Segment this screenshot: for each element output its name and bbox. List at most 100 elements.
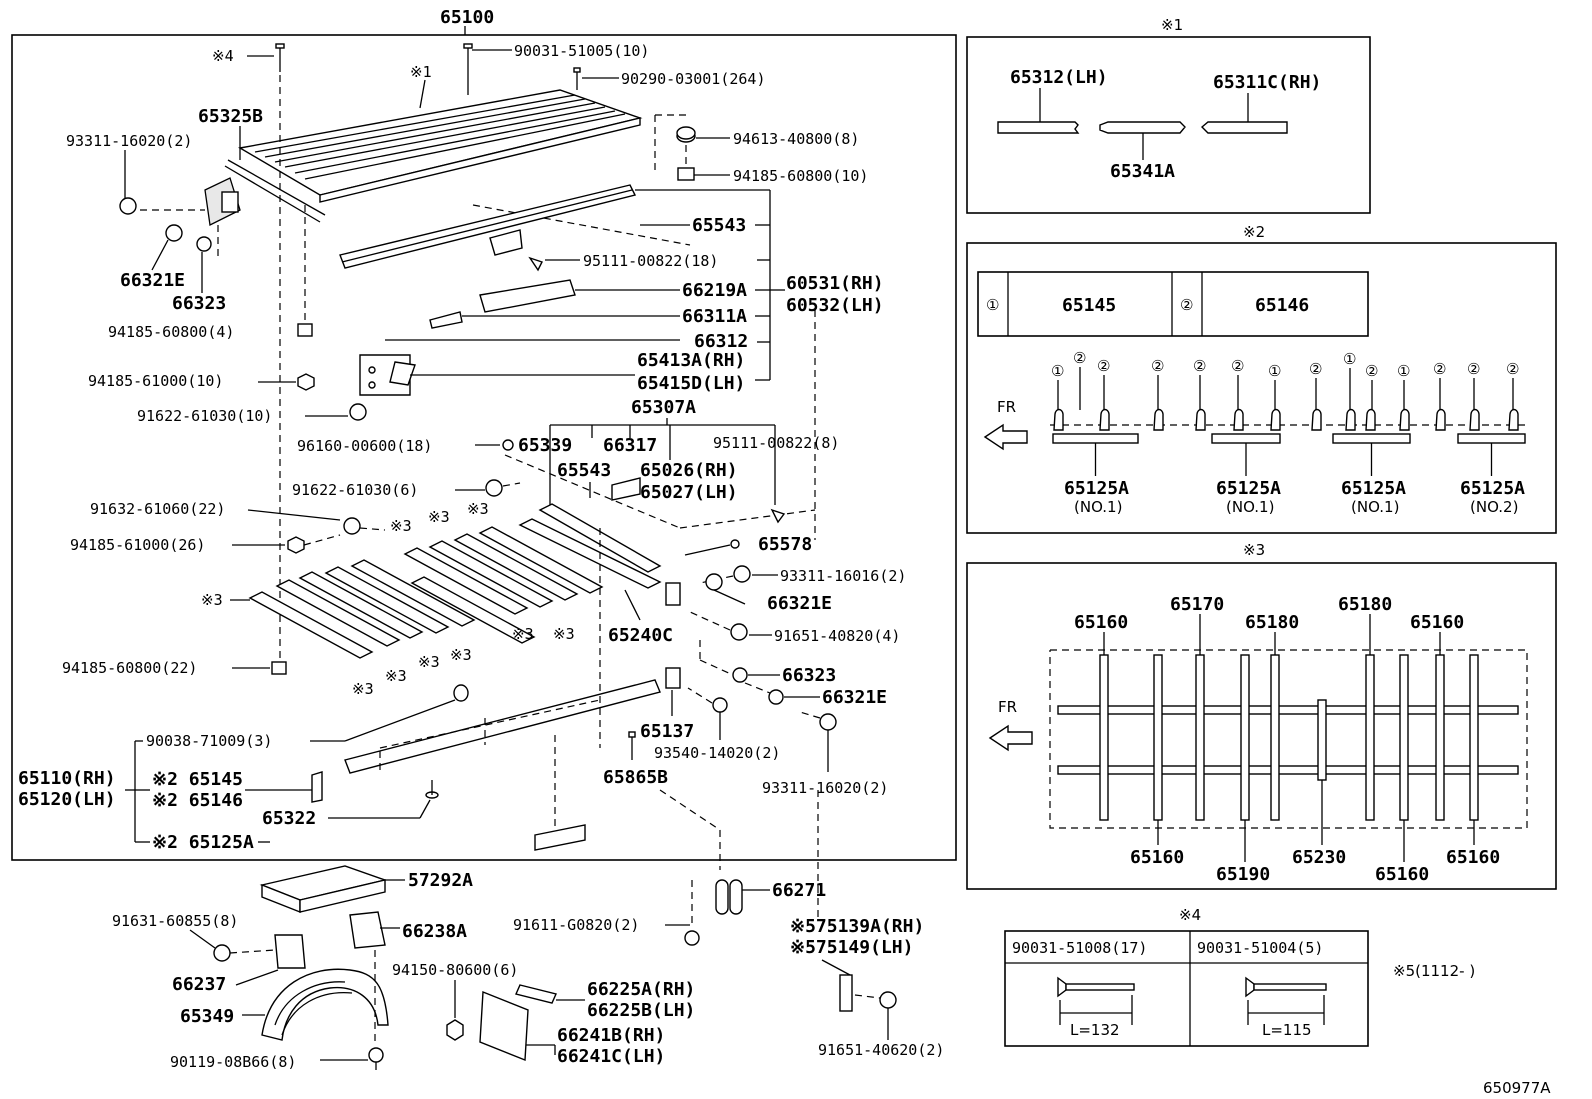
label-93311-top: 93311-16020(2) (66, 132, 192, 150)
washer-66323-b (732, 667, 748, 683)
inset3-frame (966, 562, 1557, 890)
label-91632: 91632-61060(22) (90, 500, 225, 518)
bracket-75139A (839, 974, 853, 1012)
inset1-center: 65341A (1110, 161, 1175, 182)
bolt-91622-10 (349, 403, 367, 421)
label-66241B: 66241B(RH) (557, 1025, 665, 1046)
plate-57292A (259, 865, 388, 914)
label-91651-40820: 91651-40820(4) (774, 627, 900, 645)
label-n3-e: ※3 (512, 625, 534, 643)
label-90038: 90038-71009(3) (146, 732, 272, 750)
inset3-title: ※3 (1243, 541, 1265, 559)
inset2-marker: ① (1051, 362, 1064, 380)
label-65027: 65027(LH) (640, 482, 738, 503)
bolt-93311-bot (799, 711, 837, 731)
bracket-65240C (665, 582, 681, 606)
label-65543-a: 65543 (692, 215, 746, 236)
label-65578: 65578 (758, 534, 812, 555)
inset3-top-65160-b: 65160 (1410, 612, 1464, 633)
label-91631: 91631-60855(8) (112, 912, 238, 930)
inset1-title: ※1 (1161, 16, 1183, 34)
inset1-frame (966, 36, 1371, 214)
nut-94150 (446, 1019, 464, 1041)
label-66321E-c: 66321E (822, 687, 887, 708)
inset2-marker: ② (1433, 360, 1446, 378)
label-65307A: 65307A (631, 397, 696, 418)
inset2-block-65125A (1211, 433, 1281, 444)
inset2-group-part: 65125A (1341, 478, 1406, 499)
spacer-94613 (676, 126, 696, 143)
inset3-bot-65160-c: 65160 (1446, 847, 1500, 868)
label-n3-b: ※3 (428, 508, 450, 526)
label-66237: 66237 (172, 974, 226, 995)
bolt-90119 (368, 1047, 384, 1070)
label-66219A: 66219A (682, 280, 747, 301)
inset2-legend-c2: ② (1180, 296, 1193, 314)
inset3-bar (1317, 699, 1327, 781)
inset2-group-note: (NO.1) (1226, 498, 1274, 516)
inset4-frame (1004, 930, 1369, 1047)
label-65349: 65349 (180, 1006, 234, 1027)
inset3-bar (1435, 654, 1445, 821)
inset2-marker: ② (1097, 357, 1110, 375)
inset2-group-note: (NO.1) (1074, 498, 1122, 516)
label-n3-i: ※3 (385, 667, 407, 685)
label-66321E-a: 66321E (120, 270, 185, 291)
deck-panel (204, 89, 643, 226)
label-66321E-b: 66321E (767, 593, 832, 614)
label-60531: 60531(RH) (786, 273, 884, 294)
label-94150: 94150-80600(6) (392, 961, 518, 979)
label-65026: 65026(RH) (640, 460, 738, 481)
label-65415D: 65415D(LH) (637, 373, 745, 394)
inset2-clip (1153, 408, 1164, 431)
washer-66321E-a (165, 224, 183, 242)
label-66323-b: 66323 (782, 665, 836, 686)
inset4-len1: L=132 (1070, 1021, 1120, 1039)
label-65240C: 65240C (608, 625, 673, 646)
label-90290: 90290-03001(264) (621, 70, 766, 88)
rail-65110 (344, 679, 661, 774)
label-93311-16016: 93311-16016(2) (780, 567, 906, 585)
inset2-legend-c2-part: 65146 (1255, 295, 1309, 316)
inset3-top-65180-b: 65180 (1338, 594, 1392, 615)
inset2-clip (1099, 408, 1110, 431)
bolt-91651-40620 (854, 991, 897, 1009)
inset2-marker: ① (1397, 362, 1410, 380)
inset2-marker: ② (1231, 357, 1244, 375)
inset2-legend-c1: ① (986, 296, 999, 314)
washer-66323-a (196, 236, 212, 252)
bolt-91632 (343, 517, 386, 535)
bracket-66238A (349, 911, 386, 949)
bolt-93311-16016 (699, 565, 751, 584)
nut-94185-4 (297, 323, 313, 337)
label-65543-b: 65543 (557, 460, 611, 481)
inset2-marker: ② (1309, 360, 1322, 378)
pin-65865B (628, 731, 636, 760)
label-n3-a: ※3 (390, 517, 412, 535)
inset2-block-65125A (1457, 433, 1526, 444)
washer-66321E-b (705, 573, 723, 591)
label-65413A: 65413A(RH) (637, 350, 745, 371)
bracket-66317 (611, 477, 641, 501)
nut-94185-61000 (297, 373, 315, 391)
label-57292A: 57292A (408, 870, 473, 891)
inset3-bot-65160-a: 65160 (1130, 847, 1184, 868)
pin-65578 (684, 539, 740, 556)
inset4-bolt-2 (1245, 976, 1327, 1025)
inset2-clip (1053, 408, 1064, 431)
inset2-clip (1270, 408, 1281, 431)
inset4-bolt-1 (1057, 976, 1135, 1025)
label-95111-8: 95111-00822(8) (713, 434, 839, 452)
label-66317: 66317 (603, 435, 657, 456)
label-n1-ref: ※1 (410, 63, 432, 81)
nut-94185-26 (287, 536, 305, 554)
clip-95111-8 (770, 508, 786, 524)
inset2-legend-c1-part: 65145 (1062, 295, 1116, 316)
inset3-fr: FR (998, 698, 1017, 716)
screw-65322 (425, 780, 439, 799)
inset2-fr-arrow-icon (983, 423, 1028, 451)
label-90119: 90119-08B66(8) (170, 1053, 296, 1071)
crossmembers (248, 503, 662, 659)
bolt-91622-6 (485, 479, 521, 497)
label-65322: 65322 (262, 808, 316, 829)
